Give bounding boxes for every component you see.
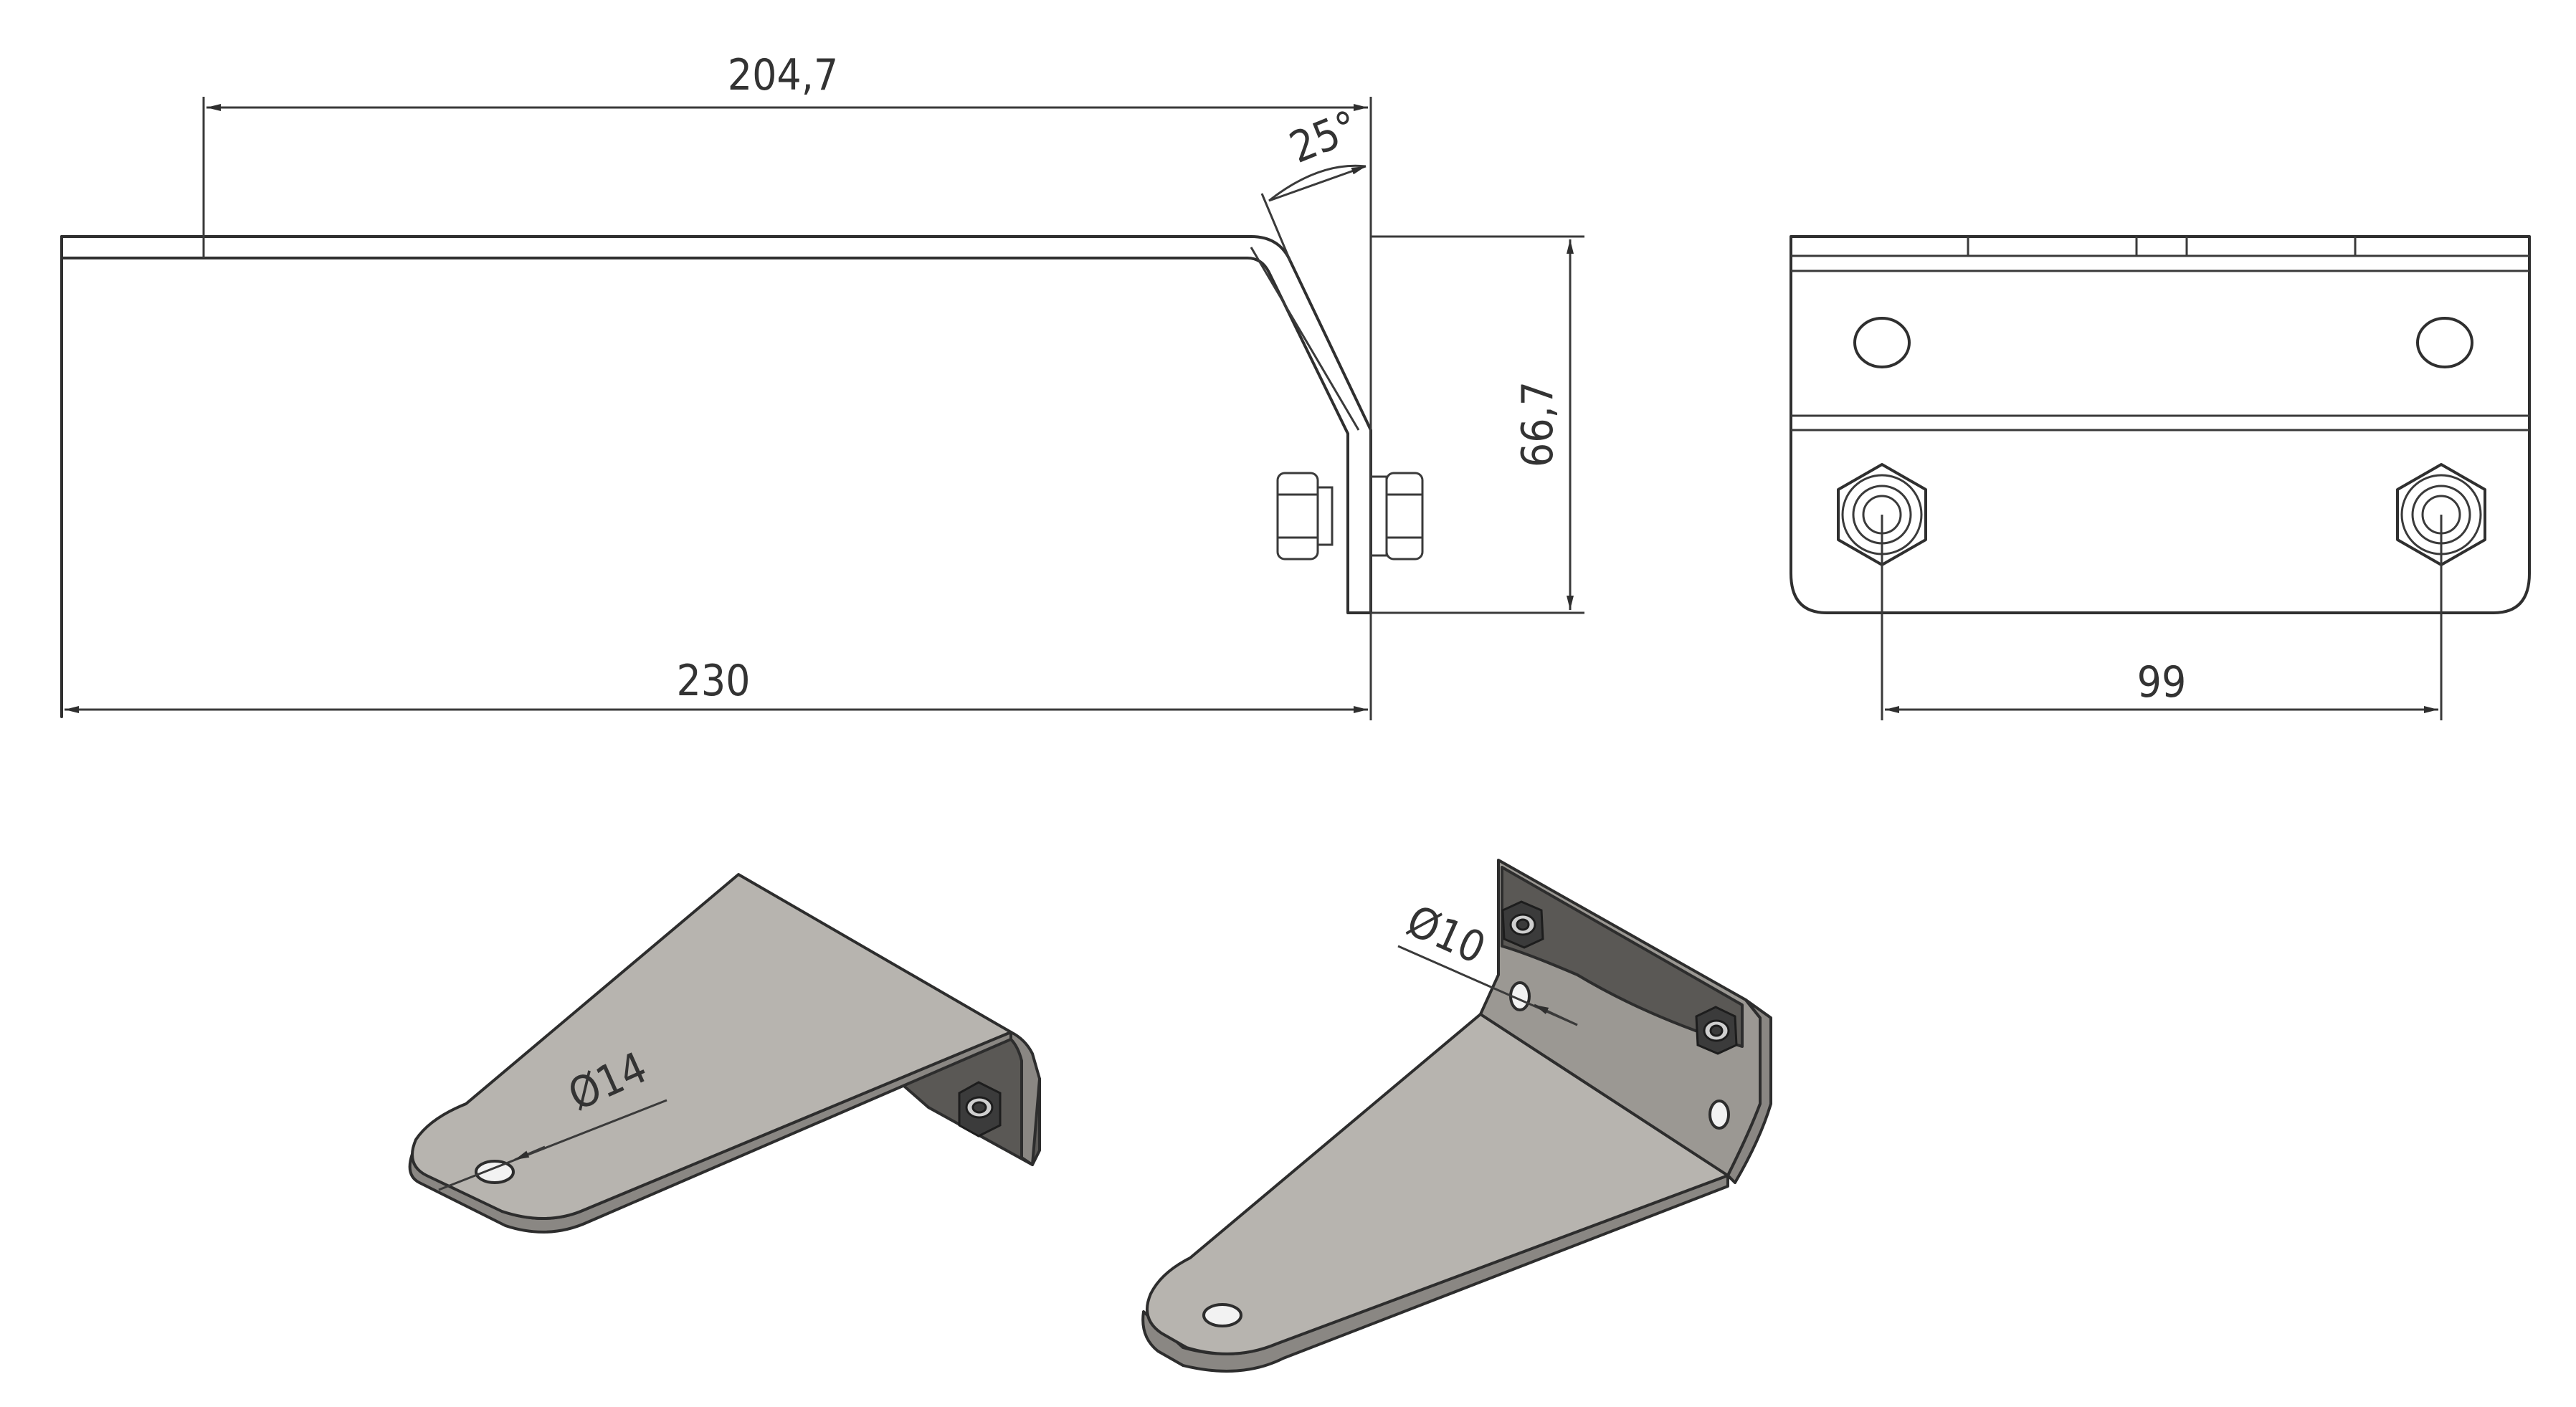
side-view: 204,7 25° 66,7 230	[60, 50, 1584, 720]
side-view-outline	[60, 235, 1372, 614]
dim-diameter-small-label: Ø10	[1399, 896, 1493, 974]
dim-top-length: 204,7	[202, 50, 1372, 613]
dim-height: 66,7	[1371, 235, 1584, 614]
dim-top-length-label: 204,7	[728, 50, 838, 100]
iso-left-plate	[411, 873, 1012, 1220]
dim-overall-length-label: 230	[676, 656, 750, 706]
iso-right-flange-edge	[1726, 998, 1772, 1184]
bolt-assembly	[1276, 472, 1424, 561]
dim-overall-length: 230	[65, 613, 1372, 720]
iso-right-hole-bottom	[1202, 1303, 1242, 1327]
dim-hole-spacing: 99	[1881, 515, 2443, 720]
side-view-inner-line	[1250, 247, 1360, 431]
iso-left-nut-bore	[971, 1101, 987, 1114]
leader-d14-arrow	[514, 1145, 546, 1161]
leader-d14	[438, 1099, 667, 1191]
angle-leader	[1268, 165, 1367, 202]
iso-right-nut-1	[1501, 900, 1544, 949]
front-view-outline	[1790, 235, 2531, 614]
dim-bend-angle-label: 25°	[1283, 101, 1365, 173]
angle-arc	[1268, 164, 1367, 202]
iso-view-right: Ø10	[1141, 859, 1772, 1373]
bolt-nut-right	[1385, 472, 1424, 561]
iso-right-nut-2	[1695, 1006, 1738, 1055]
front-hole-left	[1853, 317, 1911, 368]
front-hole-right	[2416, 317, 2473, 368]
leader-d10-arrow	[1534, 1003, 1578, 1026]
iso-right-nut-1-bore	[1516, 918, 1530, 931]
dim-bend-angle: 25°	[1260, 101, 1367, 262]
iso-right-nut-2-bore	[1709, 1024, 1724, 1037]
bolt-nut-left	[1276, 472, 1319, 561]
iso-left-nut	[958, 1081, 1002, 1137]
angle-ext-line	[1260, 193, 1292, 262]
front-view: 99	[1790, 235, 2531, 720]
iso-view-left: Ø14	[408, 873, 1041, 1234]
iso-left-hole	[475, 1160, 515, 1184]
iso-left-flange-edge	[1009, 1031, 1041, 1166]
iso-right-plate	[1146, 1013, 1729, 1355]
bolt-washer-left	[1316, 486, 1334, 546]
dim-hole-spacing-label: 99	[2137, 657, 2187, 707]
dim-height-label: 66,7	[1513, 381, 1563, 467]
iso-right-hole-flange-2	[1708, 1100, 1730, 1130]
bolt-washer-right	[1369, 475, 1388, 557]
